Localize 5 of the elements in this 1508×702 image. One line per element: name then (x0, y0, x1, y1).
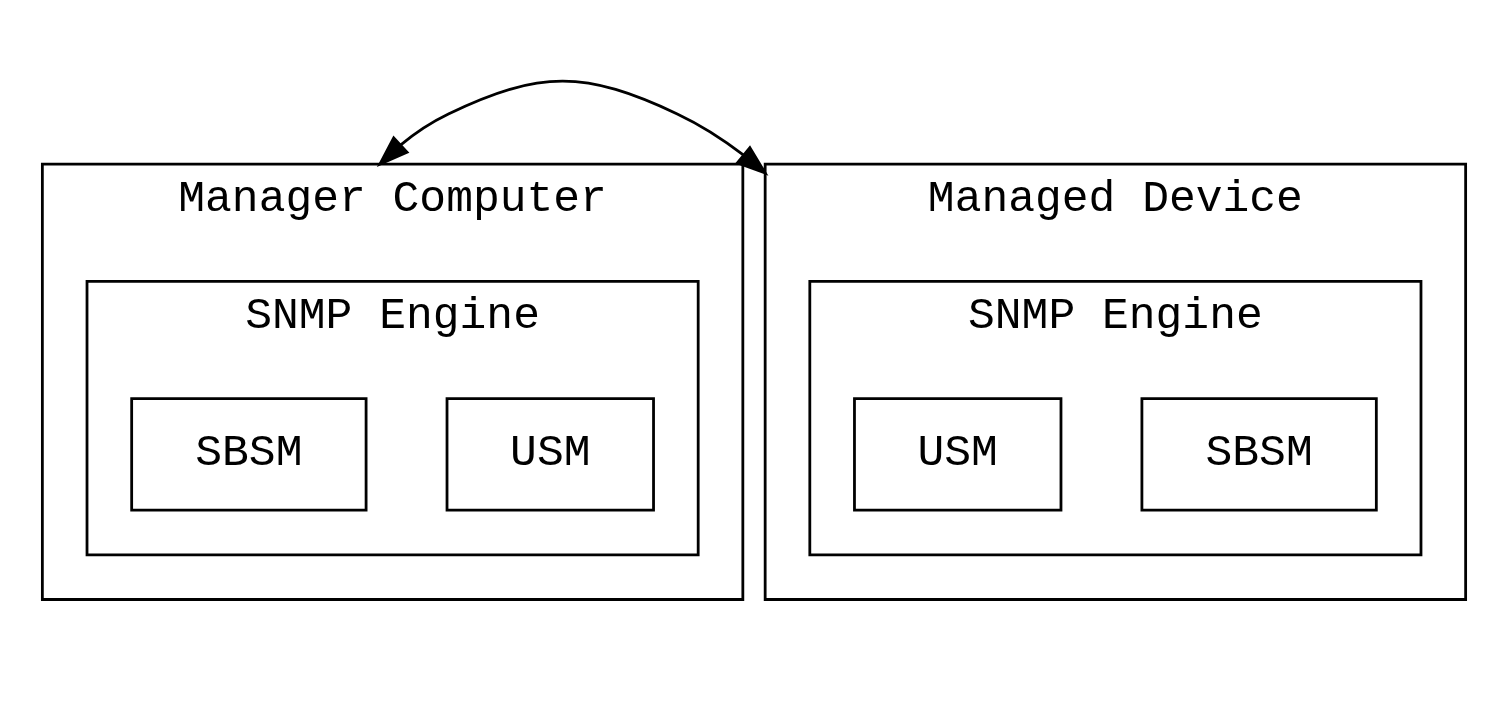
arrow (376, 79, 769, 176)
node-box: SBSM (130, 396, 368, 512)
node-box: USM (853, 396, 1063, 512)
node-box: SBSM (1140, 396, 1378, 512)
node-box: USM (445, 396, 655, 512)
